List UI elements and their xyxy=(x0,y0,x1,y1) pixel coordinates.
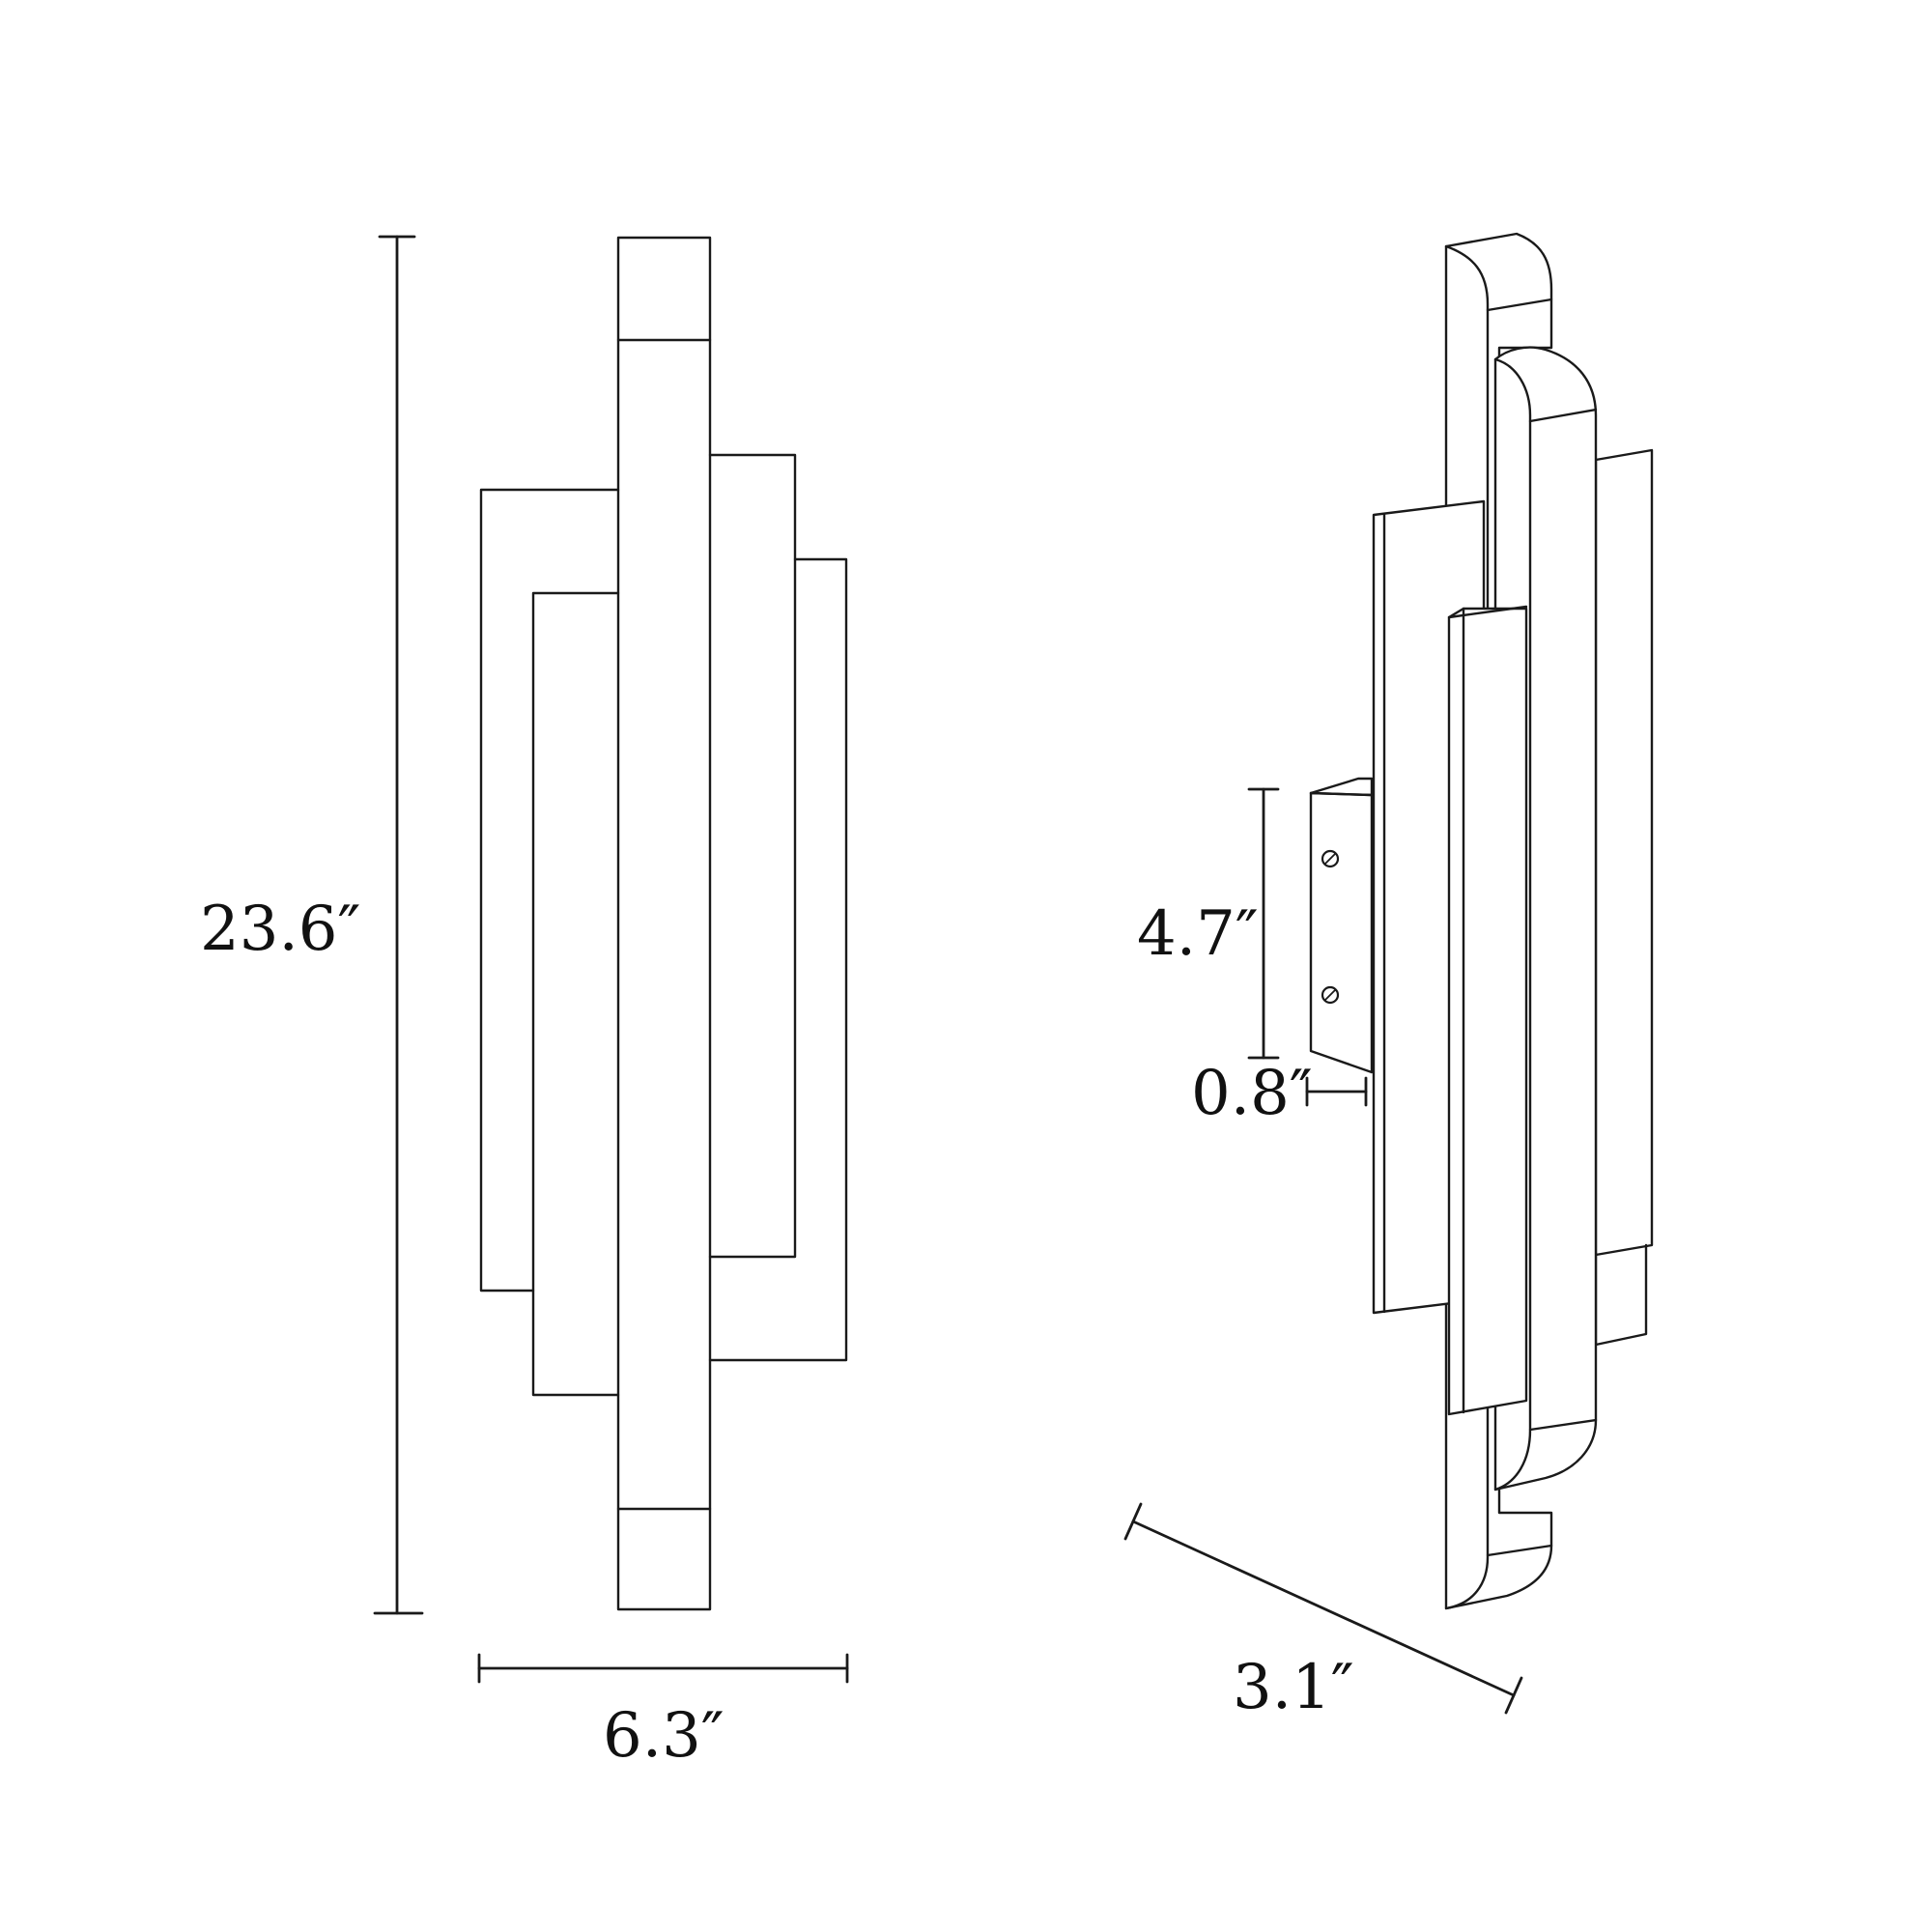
side-right-panel-lower xyxy=(1594,1243,1648,1347)
side-right-panel xyxy=(1594,448,1654,1257)
depth-label: 3.1″ xyxy=(1233,1652,1354,1723)
depth-dimension: 3.1″ xyxy=(1123,1502,1523,1723)
side-view xyxy=(1309,232,1654,1610)
front-view xyxy=(479,236,848,1611)
front-right-upper-panel xyxy=(708,453,797,1259)
height-label: 23.6″ xyxy=(200,894,360,965)
mounting-plate xyxy=(1309,791,1374,1074)
front-left-outer-panel xyxy=(479,488,620,1293)
plate-depth-dimension: 0.8″ xyxy=(1191,1058,1368,1129)
side-front-lower-panel xyxy=(1447,607,1528,1416)
plate-height-label: 4.7″ xyxy=(1137,898,1259,970)
plate-height-dimension: 4.7″ xyxy=(1137,787,1280,1060)
width-dimension: 6.3″ xyxy=(477,1653,849,1772)
front-left-inner-panel xyxy=(531,591,620,1397)
front-center-bar xyxy=(616,236,712,1611)
width-label: 6.3″ xyxy=(603,1700,724,1772)
height-dimension: 23.6″ xyxy=(200,235,424,1615)
front-right-lower-panel xyxy=(708,557,848,1362)
plate-depth-label: 0.8″ xyxy=(1191,1058,1313,1129)
